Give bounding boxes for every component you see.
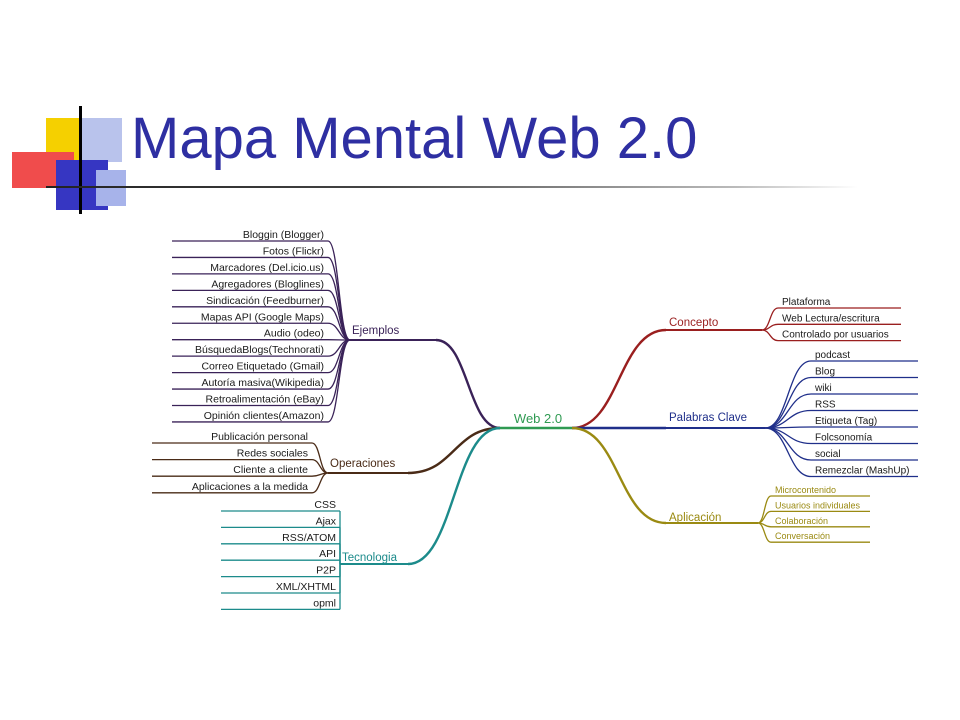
leaf-conversacion-link: [757, 522, 772, 543]
leaf-p2p: P2P: [316, 565, 336, 577]
decor-vertical-line: [79, 106, 82, 214]
leaf-wiki: wiki: [814, 383, 832, 394]
branch-ejemplos-trunk: [435, 338, 501, 430]
leaf-retroalimentacion-ebay-link: [327, 339, 351, 407]
leaf-opml: opml: [313, 597, 336, 609]
leaf-ajax: Ajax: [316, 515, 337, 527]
leaf-correo-etiquetado-gmail-link: [327, 339, 351, 374]
leaf-cliente-a-cliente: Cliente a cliente: [233, 464, 308, 476]
leaf-marcadores-del-icio-us-link: [327, 273, 351, 341]
center-node-label: Web 2.0: [514, 411, 562, 426]
branch-operaciones-label: Operaciones: [330, 458, 395, 470]
leaf-conversacion: Conversación: [775, 531, 830, 541]
leaf-podcast-link: [764, 360, 812, 429]
branch-tecnologia-label: Tecnologia: [342, 552, 398, 564]
branch-aplicacion-label: Aplicación: [669, 512, 721, 524]
decor-horizontal-rule: [46, 186, 858, 188]
leaf-correo-etiquetado-gmail: Correo Etiquetado (Gmail): [201, 361, 324, 373]
decor-square-lavender: [96, 170, 126, 206]
leaf-marcadores-del-icio-us: Marcadores (Del.icio.us): [210, 262, 324, 274]
leaf-aplicaciones-a-la-medida-link: [311, 472, 329, 494]
leaf-remezclar-mashup-link: [764, 427, 812, 478]
leaf-css: CSS: [314, 499, 336, 511]
leaf-fotos-flickr: Fotos (Flickr): [263, 245, 324, 257]
leaf-fotos-flickr-link: [327, 256, 351, 341]
leaf-sindicacion-feedburner: Sindicación (Feedburner): [206, 295, 324, 307]
leaf-microcontenido: Microcontenido: [775, 485, 836, 495]
leaf-web-lectura-escritura: Web Lectura/escritura: [782, 313, 880, 324]
slide-title: Mapa Mental Web 2.0: [131, 106, 698, 171]
branch-aplicacion-trunk: [571, 426, 667, 525]
leaf-bloggin-blogger: Bloggin (Blogger): [243, 229, 324, 241]
leaf-podcast: podcast: [815, 350, 850, 361]
leaf-folcsonomia: Folcsonomía: [815, 433, 873, 444]
branch-tecnologia-trunk: [407, 426, 501, 566]
leaf-redes-sociales: Redes sociales: [237, 448, 308, 460]
leaf-rss: RSS: [815, 400, 836, 411]
leaf-plataforma: Plataforma: [782, 297, 831, 308]
leaf-microcontenido-link: [757, 495, 772, 524]
branch-operaciones-trunk: [407, 426, 501, 475]
leaf-xml-xhtml: XML/XHTML: [276, 581, 336, 593]
branch-concepto-label: Concepto: [669, 317, 718, 329]
leaf-remezclar-mashup: Remezclar (MashUp): [815, 466, 909, 477]
leaf-mapas-api-google-maps: Mapas API (Google Maps): [201, 311, 324, 323]
leaf-aplicaciones-a-la-medida: Aplicaciones a la medida: [192, 481, 308, 493]
leaf-social-link: [764, 427, 812, 461]
leaf-blog: Blog: [815, 367, 835, 378]
leaf-opinion-clientes-amazon-link: [327, 339, 351, 423]
branch-palabras-clave-label: Palabras Clave: [669, 412, 747, 424]
leaf-controlado-por-usuarios-link: [761, 329, 779, 342]
leaf-colaboracion: Colaboración: [775, 516, 828, 526]
leaf-web-lectura-escritura-link: [761, 323, 779, 331]
leaf-rss-atom: RSS/ATOM: [282, 532, 336, 544]
leaf-controlado-por-usuarios: Controlado por usuarios: [782, 330, 889, 341]
leaf-social: social: [815, 449, 841, 460]
leaf-opinion-clientes-amazon: Opinión clientes(Amazon): [204, 410, 324, 422]
leaf-audio-odeo: Audio (odeo): [264, 328, 324, 340]
leaf-retroalimentacion-ebay: Retroalimentación (eBay): [206, 394, 324, 406]
leaf-autoria-masiva-wikipedia: Autoría masiva(Wikipedia): [201, 377, 324, 389]
leaf-etiqueta-tag: Etiqueta (Tag): [815, 416, 877, 427]
branch-concepto-trunk: [571, 328, 667, 430]
branch-ejemplos-label: Ejemplos: [352, 325, 400, 337]
leaf-busquedablogs-technorati: BúsquedaBlogs(Technorati): [195, 344, 324, 356]
leaf-blog-link: [764, 376, 812, 429]
leaf-publicacion-personal-link: [311, 442, 329, 474]
decor-square-blue-light: [82, 118, 122, 162]
leaf-publicacion-personal: Publicación personal: [211, 431, 308, 443]
leaf-api: API: [319, 548, 336, 560]
leaf-agregadores-bloglines: Agregadores (Bloglines): [211, 278, 324, 290]
leaf-usuarios-individuales: Usuarios individuales: [775, 500, 861, 510]
